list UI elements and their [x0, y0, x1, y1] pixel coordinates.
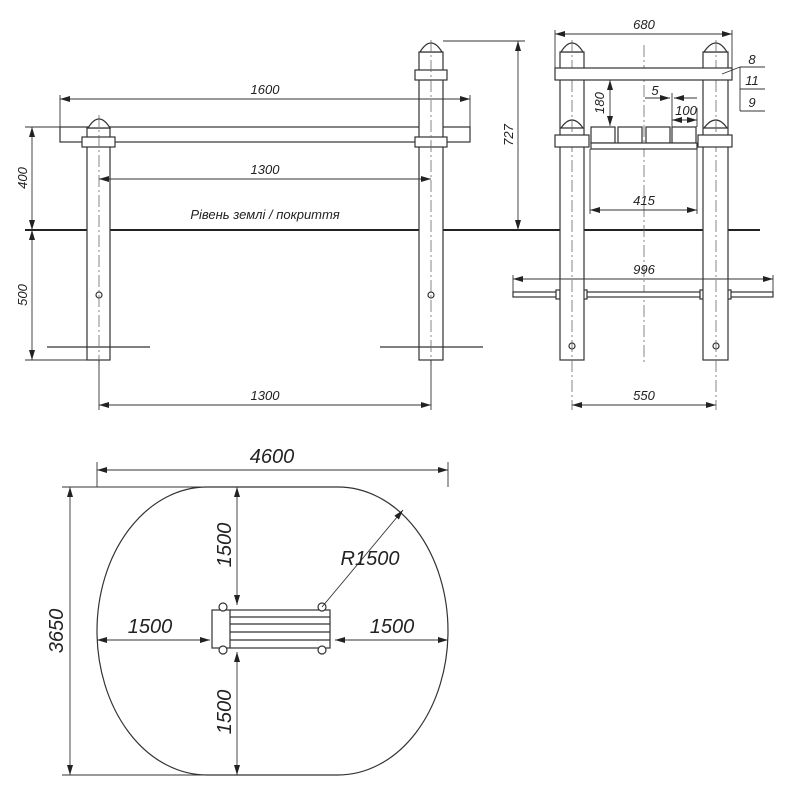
dim-seat-width: 100: [675, 103, 697, 118]
bench-plan: [211, 602, 331, 655]
dim-seat-span: 415: [633, 193, 655, 208]
dim-left: 1500: [128, 616, 173, 638]
dim-width: 680: [633, 17, 655, 32]
dim-post-spacing-side: 550: [633, 388, 655, 403]
balance-beam: [59, 126, 471, 143]
dim-inner-span: 1300: [251, 162, 281, 177]
side-left-post: [559, 40, 585, 410]
dim-gap: 5: [651, 83, 659, 98]
callout-11: 11: [745, 73, 759, 88]
base-bar: [512, 291, 774, 298]
callout-9: 9: [748, 95, 755, 110]
front-view: 1600 1300 Рівень землі / покриття 1300 4…: [15, 40, 760, 410]
side-right-post: [702, 40, 729, 410]
dim-width-plan: 3650: [46, 609, 68, 654]
dim-length: 4600: [250, 446, 295, 468]
dim-rail-length: 1600: [251, 82, 281, 97]
ground-label: Рівень землі / покриття: [190, 207, 339, 222]
top-clamp-bar: [554, 67, 733, 81]
plan-view: 4600 3650 1500 1500 1500 1500 R1500: [46, 446, 449, 776]
seat-blocks: [590, 126, 698, 150]
left-post: [47, 115, 150, 365]
dim-bottom: 1500: [214, 690, 236, 735]
dim-base-bar: 996: [633, 262, 655, 277]
dim-height-above: 400: [15, 166, 30, 188]
dim-total-height: 727: [501, 123, 516, 145]
dim-depth-below: 500: [15, 283, 30, 305]
side-view: 680 180 5 100 415 996 550 8 11 9: [512, 17, 774, 410]
safety-zone-outline: [96, 486, 449, 776]
dim-top: 1500: [214, 523, 236, 568]
dim-right: 1500: [370, 616, 415, 638]
dim-seat-drop: 180: [592, 91, 607, 113]
callout-8: 8: [748, 52, 756, 67]
dim-post-spacing: 1300: [251, 388, 281, 403]
dim-radius: R1500: [341, 548, 400, 570]
right-post: [380, 40, 483, 365]
